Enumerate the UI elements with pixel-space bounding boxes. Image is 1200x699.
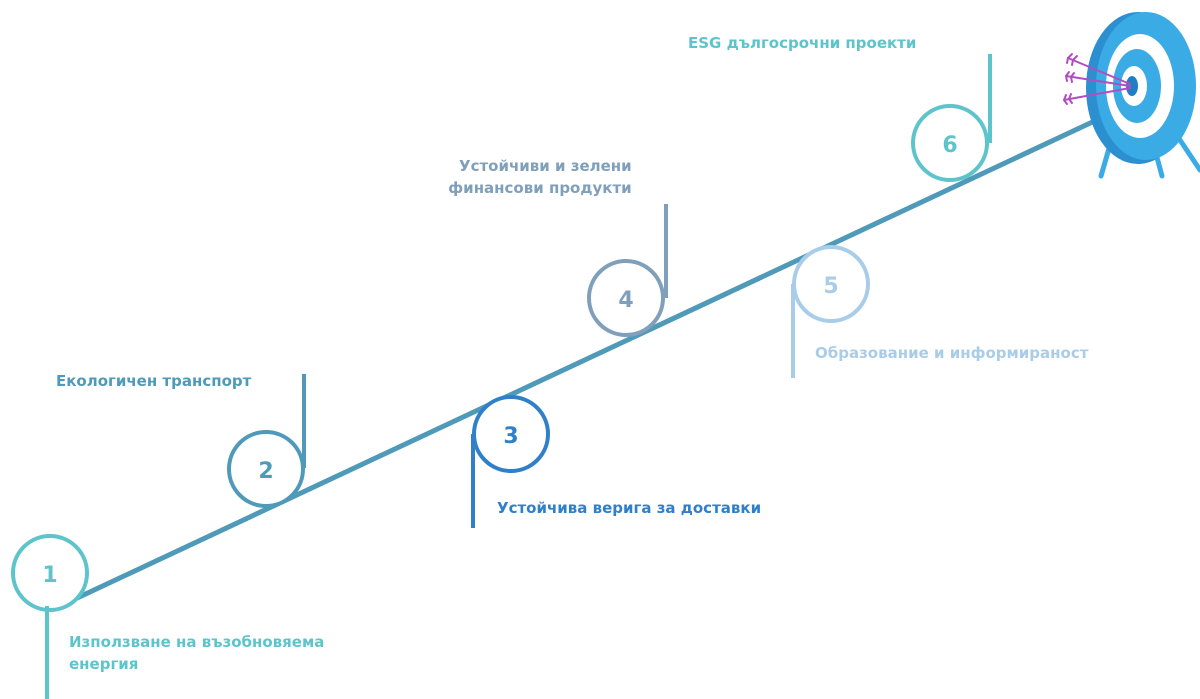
step-3-marker: 3 — [471, 395, 550, 528]
step-6-label: ESG дългосрочни проекти — [688, 34, 917, 52]
step-number: 5 — [823, 274, 838, 299]
step-number: 2 — [258, 459, 273, 484]
step-number: 1 — [42, 563, 57, 588]
step-4-label: Устойчиви и зелени финансови продукти — [444, 155, 632, 199]
step-3-label: Устойчива верига за доставки — [497, 499, 762, 517]
step-1-label-line2: енергия — [69, 655, 139, 673]
main-progress-line — [57, 107, 1121, 609]
step-5-label: Образование и информираност — [815, 344, 1089, 362]
step-1-label: Използване на възобновяема енергия — [69, 631, 324, 675]
step-number: 6 — [942, 133, 957, 158]
step-1-label-line1: Използване на възобновяема — [69, 633, 325, 651]
step-4-marker: 4 — [587, 204, 668, 337]
step-1-marker: 1 — [11, 534, 89, 699]
step-4-label-line2: финансови продукти — [448, 179, 632, 197]
step-6-marker: 6 — [911, 54, 992, 182]
step-2-marker: 2 — [227, 374, 306, 508]
step-5-marker: 5 — [791, 245, 870, 378]
step-4-label-line1: Устойчиви и зелени — [459, 157, 632, 175]
step-number: 4 — [618, 288, 633, 313]
step-2-label: Екологичен транспорт — [56, 372, 252, 390]
target-with-arrows-icon — [1063, 12, 1200, 179]
step-number: 3 — [503, 424, 518, 449]
